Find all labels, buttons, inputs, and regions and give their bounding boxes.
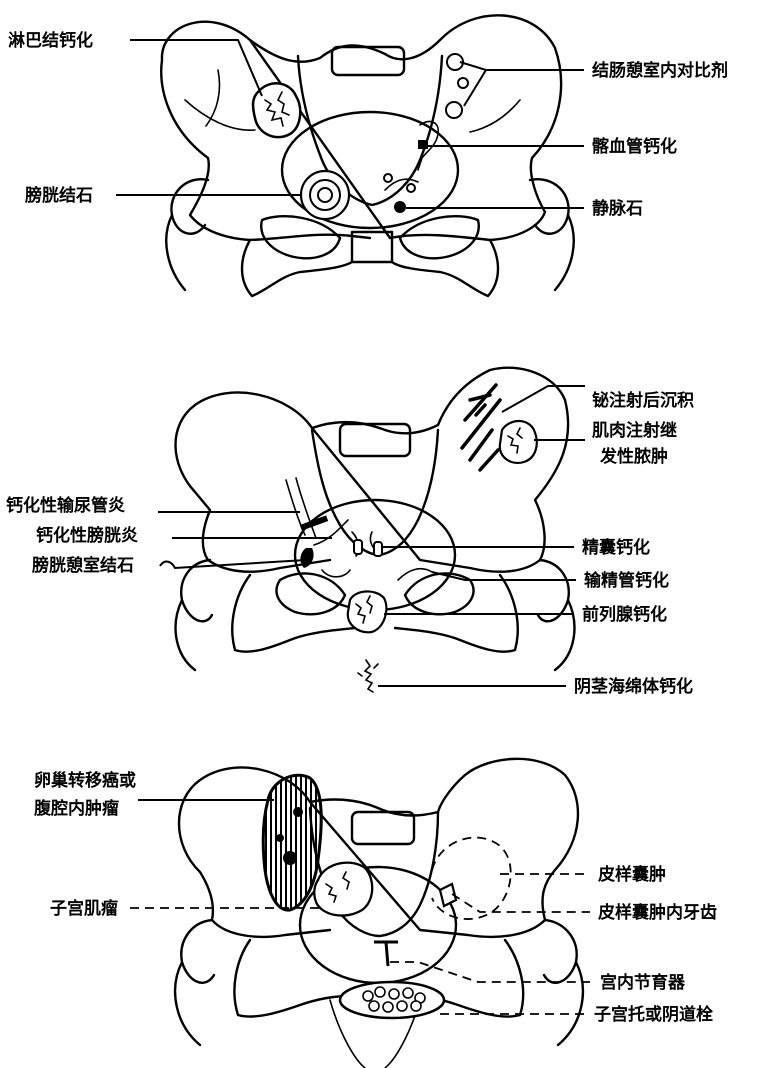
leader-iud [390, 962, 590, 982]
pessary-mark [340, 982, 444, 1018]
vas-deferens-mark [322, 569, 432, 580]
pelvis-outline-3 [179, 759, 578, 937]
label-ovarian-line1: 卵巢转移癌或 [34, 770, 136, 791]
label-vas-deferens-calcification: 输精管钙化 [584, 570, 669, 591]
label-corpus-cavernosum-calcification: 阴茎海绵体钙化 [574, 676, 693, 697]
femur-left-2 [176, 560, 212, 670]
sacral-promontory-3 [352, 812, 414, 844]
iliac-crest-inner-left [185, 100, 255, 130]
sacral-promontory-2 [340, 424, 410, 456]
ureteritis-mark [300, 515, 328, 530]
label-abscess-line1: 肌肉注射继 [592, 420, 677, 441]
panel-1-pelvis: 淋巴结钙化 结肠憩室内对比剂 髂血管钙化 膀胱结石 静脉石 [8, 15, 728, 296]
ischium-right [392, 240, 498, 296]
prostate-calcification-mark [348, 591, 387, 632]
leader-bismuth [502, 386, 585, 412]
diverticulum-contrast-3 [446, 102, 462, 118]
leader-colon [460, 62, 584, 106]
label-uterine-fibroid: 子宫肌瘤 [50, 898, 118, 919]
label-ovarian-line2: 腹腔内肿瘤 [34, 798, 119, 819]
label-lymph-calcification: 淋巴结钙化 [8, 30, 93, 51]
label-dermoid-cyst: 皮样囊肿 [598, 864, 666, 885]
pelvis-outline [161, 15, 561, 240]
label-calcified-cystitis: 钙化性膀胱炎 [36, 525, 138, 546]
bismuth-deposit-streaks [462, 385, 500, 470]
panel-3-pelvis: 卵巢转移癌或 腹腔内肿瘤 子宫肌瘤 皮样囊肿 皮样囊肿内牙齿 宫内节育器 子宫托… [34, 759, 717, 1068]
label-bladder-diverticulum-stone: 膀胱憩室结石 [32, 555, 134, 576]
obturator-left-2 [276, 573, 345, 614]
leader-lymph [130, 40, 262, 96]
panel-2-pelvis: 铋注射后沉积 肌肉注射继 发性脓肿 钙化性输尿管炎 钙化性膀胱炎 膀胱憩室结石 … [6, 368, 694, 697]
iliac-calc-dot [418, 140, 428, 149]
label-pessary: 子宫托或阴道栓 [594, 1004, 713, 1025]
label-iliac-vessel-calcification: 髂血管钙化 [592, 136, 677, 157]
label-phlebolith: 静脉石 [592, 198, 643, 219]
label-iud: 宫内节育器 [600, 972, 686, 993]
seminal-vesicle-calc-left [354, 540, 362, 554]
sacral-promontory [332, 47, 404, 75]
femur-right-3 [544, 920, 583, 1045]
phlebolith-mark [394, 201, 406, 213]
label-calcified-ureteritis: 钙化性输尿管炎 [6, 495, 125, 516]
injection-abscess-mark [500, 421, 537, 463]
label-abscess-line2: 发性脓肿 [599, 446, 668, 467]
label-bladder-stone: 膀胱结石 [25, 185, 93, 206]
diverticulum-stone-mark [300, 548, 313, 568]
seminal-vesicle-calc-right [374, 542, 382, 556]
pelvis-outline-2 [175, 368, 568, 572]
ischium-left-3 [234, 940, 350, 1017]
ovarian-metastasis-mark [263, 775, 321, 910]
label-dermoid-tooth: 皮样囊肿内牙齿 [598, 902, 717, 923]
label-prostate-calcification: 前列腺钙化 [582, 604, 667, 625]
corpus-cavernosum-mark [358, 660, 378, 692]
label-colon-contrast: 结肠憩室内对比剂 [592, 60, 728, 81]
bladder-stone-mark [301, 171, 349, 219]
uterine-fibroid-mark [314, 863, 372, 916]
femur-left-3 [175, 920, 214, 1045]
leader-dermoid-tooth [452, 894, 590, 912]
iliac-crest-inner-right [470, 100, 520, 132]
diverticulum-contrast-2 [458, 78, 468, 88]
label-bismuth-deposit: 铋注射后沉积 [592, 390, 694, 411]
label-seminal-vesicle-calcification: 精囊钙化 [582, 537, 650, 558]
